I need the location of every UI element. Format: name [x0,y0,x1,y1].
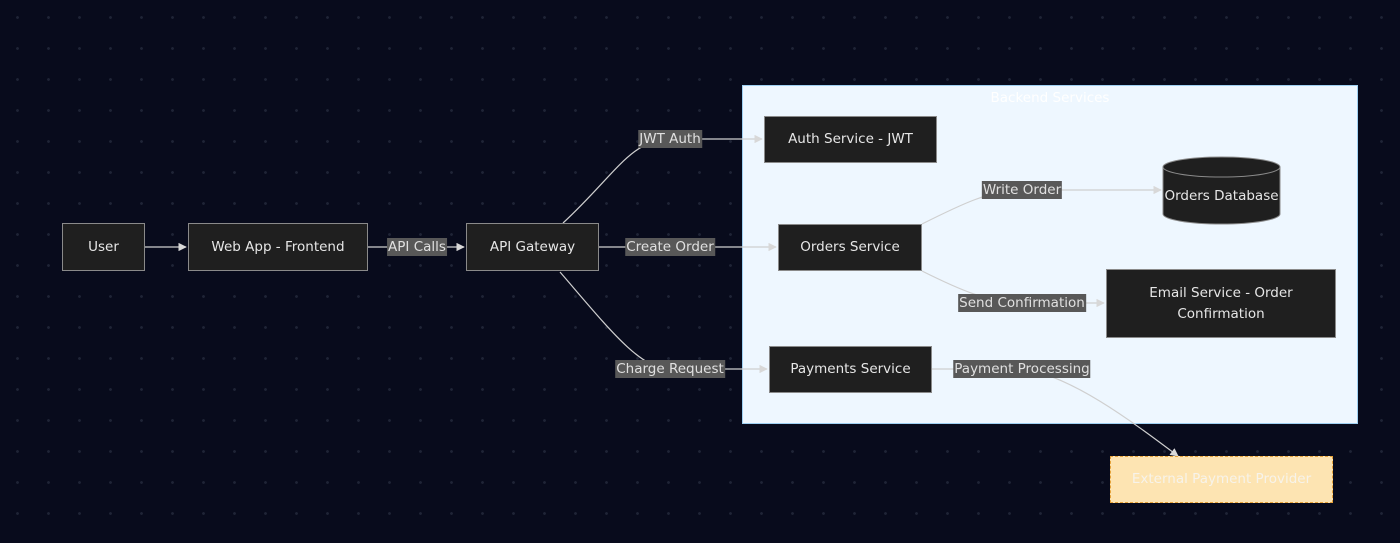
label-write-order: Write Order [981,181,1063,199]
cluster-title: Backend Services [990,90,1110,106]
node-web-app-frontend: Web App - Frontend [188,223,368,271]
node-email-service: Email Service - Order Confirmation [1106,269,1336,338]
orders-database-label: Orders Database [1164,188,1279,204]
label-send-confirmation: Send Confirmation [958,294,1086,312]
label-api-calls: API Calls [387,238,447,256]
edge-gateway-payments [559,271,768,374]
node-api-gateway: API Gateway [466,223,599,271]
orders-database-cylinder [1162,156,1281,225]
node-user: User [62,223,145,271]
label-charge-request: Charge Request [615,360,725,378]
node-payments-service: Payments Service [769,346,932,393]
edge-gateway-auth [562,134,763,224]
label-create-order: Create Order [625,238,715,256]
label-payment-processing: Payment Processing [953,360,1091,378]
label-jwt-auth: JWT Auth [638,130,702,148]
edge-payments-external [932,368,1179,457]
node-external-payment-provider: External Payment Provider [1110,456,1333,503]
node-auth-service: Auth Service - JWT [764,116,937,163]
node-orders-service: Orders Service [778,224,922,271]
